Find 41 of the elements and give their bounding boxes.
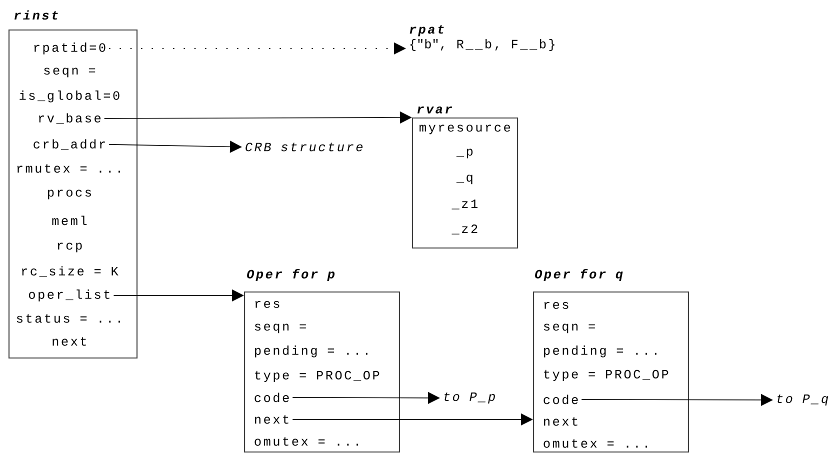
field-label: pending = ... [544, 346, 656, 358]
field-label: res [255, 301, 280, 308]
field-label: res [544, 302, 568, 309]
field-label: code [254, 392, 289, 402]
field-label: _q [456, 174, 472, 184]
field-label: omutex = ... [254, 437, 358, 446]
field-label: next [544, 417, 578, 426]
field-label: is_global=0 [20, 90, 120, 102]
field-label: omutex = ... [544, 439, 647, 448]
field-label: seqn = [254, 324, 306, 334]
field-label: type = PROC_OP [255, 370, 380, 382]
box-heading: Oper for p [247, 269, 335, 281]
field-label: next [255, 415, 288, 424]
box-heading: rinst [14, 10, 58, 20]
field-label: procs [48, 190, 91, 200]
field-label: _p [456, 148, 473, 158]
field-label: status = ... [16, 314, 120, 323]
box-heading: rvar [418, 106, 452, 114]
target-label: CRB structure [246, 142, 363, 152]
field-label: crb_addr [34, 139, 105, 150]
field-label: rmutex = ... [17, 164, 120, 173]
field-label: seqn = [544, 324, 595, 334]
field-label: myresource [420, 124, 510, 134]
field-label: _z2 [452, 224, 478, 234]
target-label: to P_p [444, 392, 495, 404]
field-label: pending = ... [255, 346, 368, 358]
field-label: rc_size = K [22, 266, 118, 277]
field-label: _z1 [452, 200, 478, 210]
arrow [108, 140, 242, 153]
field-label: rcp [58, 242, 82, 252]
field-label: type = PROC_OP [544, 370, 668, 382]
field-label: rpatid=0 [34, 42, 106, 54]
field-label: rv_base [39, 113, 101, 124]
field-label: oper_list [28, 290, 110, 302]
field-label: meml [52, 216, 87, 226]
field-label: code [544, 394, 578, 404]
box-heading: Oper for q [535, 269, 623, 281]
struct-label: rpat {"b", R__b, F__b} [410, 25, 554, 51]
target-label: to P_q [778, 394, 828, 406]
field-label: seqn = [44, 68, 96, 78]
field-label: next [52, 337, 86, 346]
